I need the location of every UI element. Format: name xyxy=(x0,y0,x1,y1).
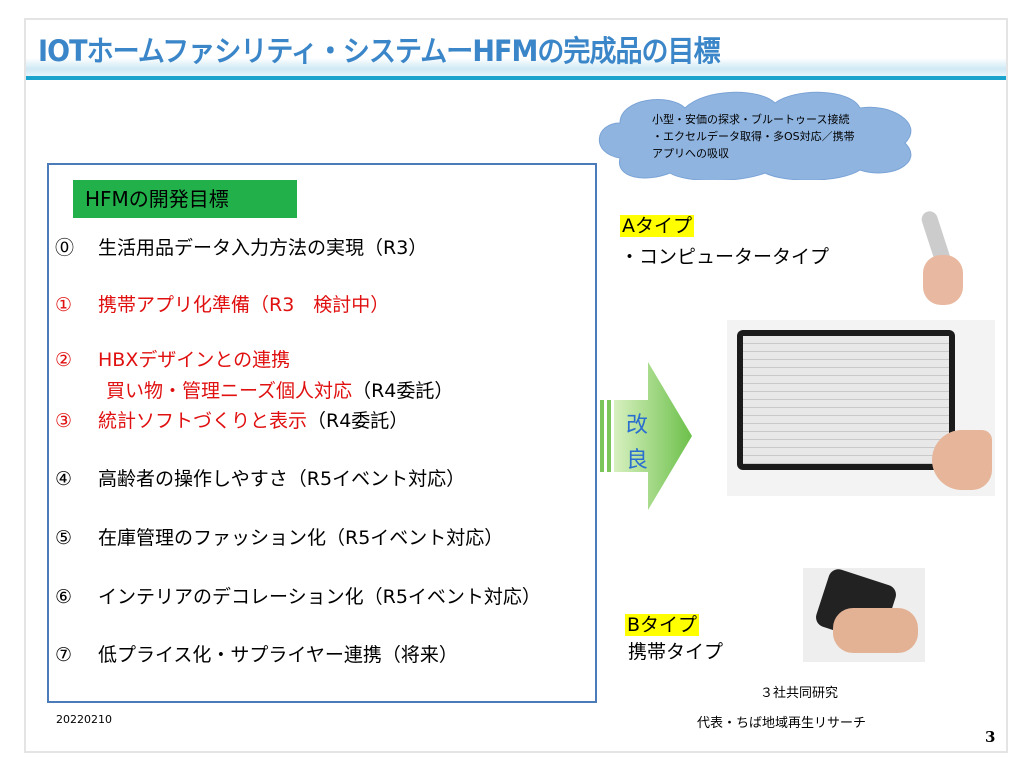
type-a-desc: ・コンピュータータイプ xyxy=(620,246,830,268)
page-number: 3 xyxy=(985,728,996,746)
scanner-image xyxy=(915,200,970,310)
right-arrow-icon xyxy=(600,362,692,510)
cloud-callout xyxy=(598,91,912,180)
type-b-desc: 携帯タイプ xyxy=(628,641,724,663)
goals-heading: HFMの開発目標 xyxy=(73,180,297,218)
goals-box xyxy=(47,163,597,703)
goal-item: 買い物・管理ニーズ個人対応（R4委託） xyxy=(106,380,454,402)
arrow-text: 良 xyxy=(626,448,649,473)
cloud-text: 小型・安価の探求・ブルートゥース接続 ・エクセルデータ取得・多OS対応／携帯 ア… xyxy=(652,113,855,160)
tablet-image xyxy=(727,320,995,496)
title-band xyxy=(26,58,1006,76)
arrow-text: 改 xyxy=(626,413,649,438)
type-b-label: Bタイプ xyxy=(625,614,700,636)
phone-image xyxy=(803,566,925,662)
date: 20220210 xyxy=(56,713,112,726)
joint-research: ３社共同研究 xyxy=(760,686,839,701)
slide-title: IOTホームファシリティ・システムーHFMの完成品の目標 xyxy=(38,34,721,68)
representative: 代表・ちば地域再生リサーチ xyxy=(697,716,867,731)
title-rule xyxy=(26,76,1006,80)
type-a-label: Aタイプ xyxy=(620,215,694,237)
